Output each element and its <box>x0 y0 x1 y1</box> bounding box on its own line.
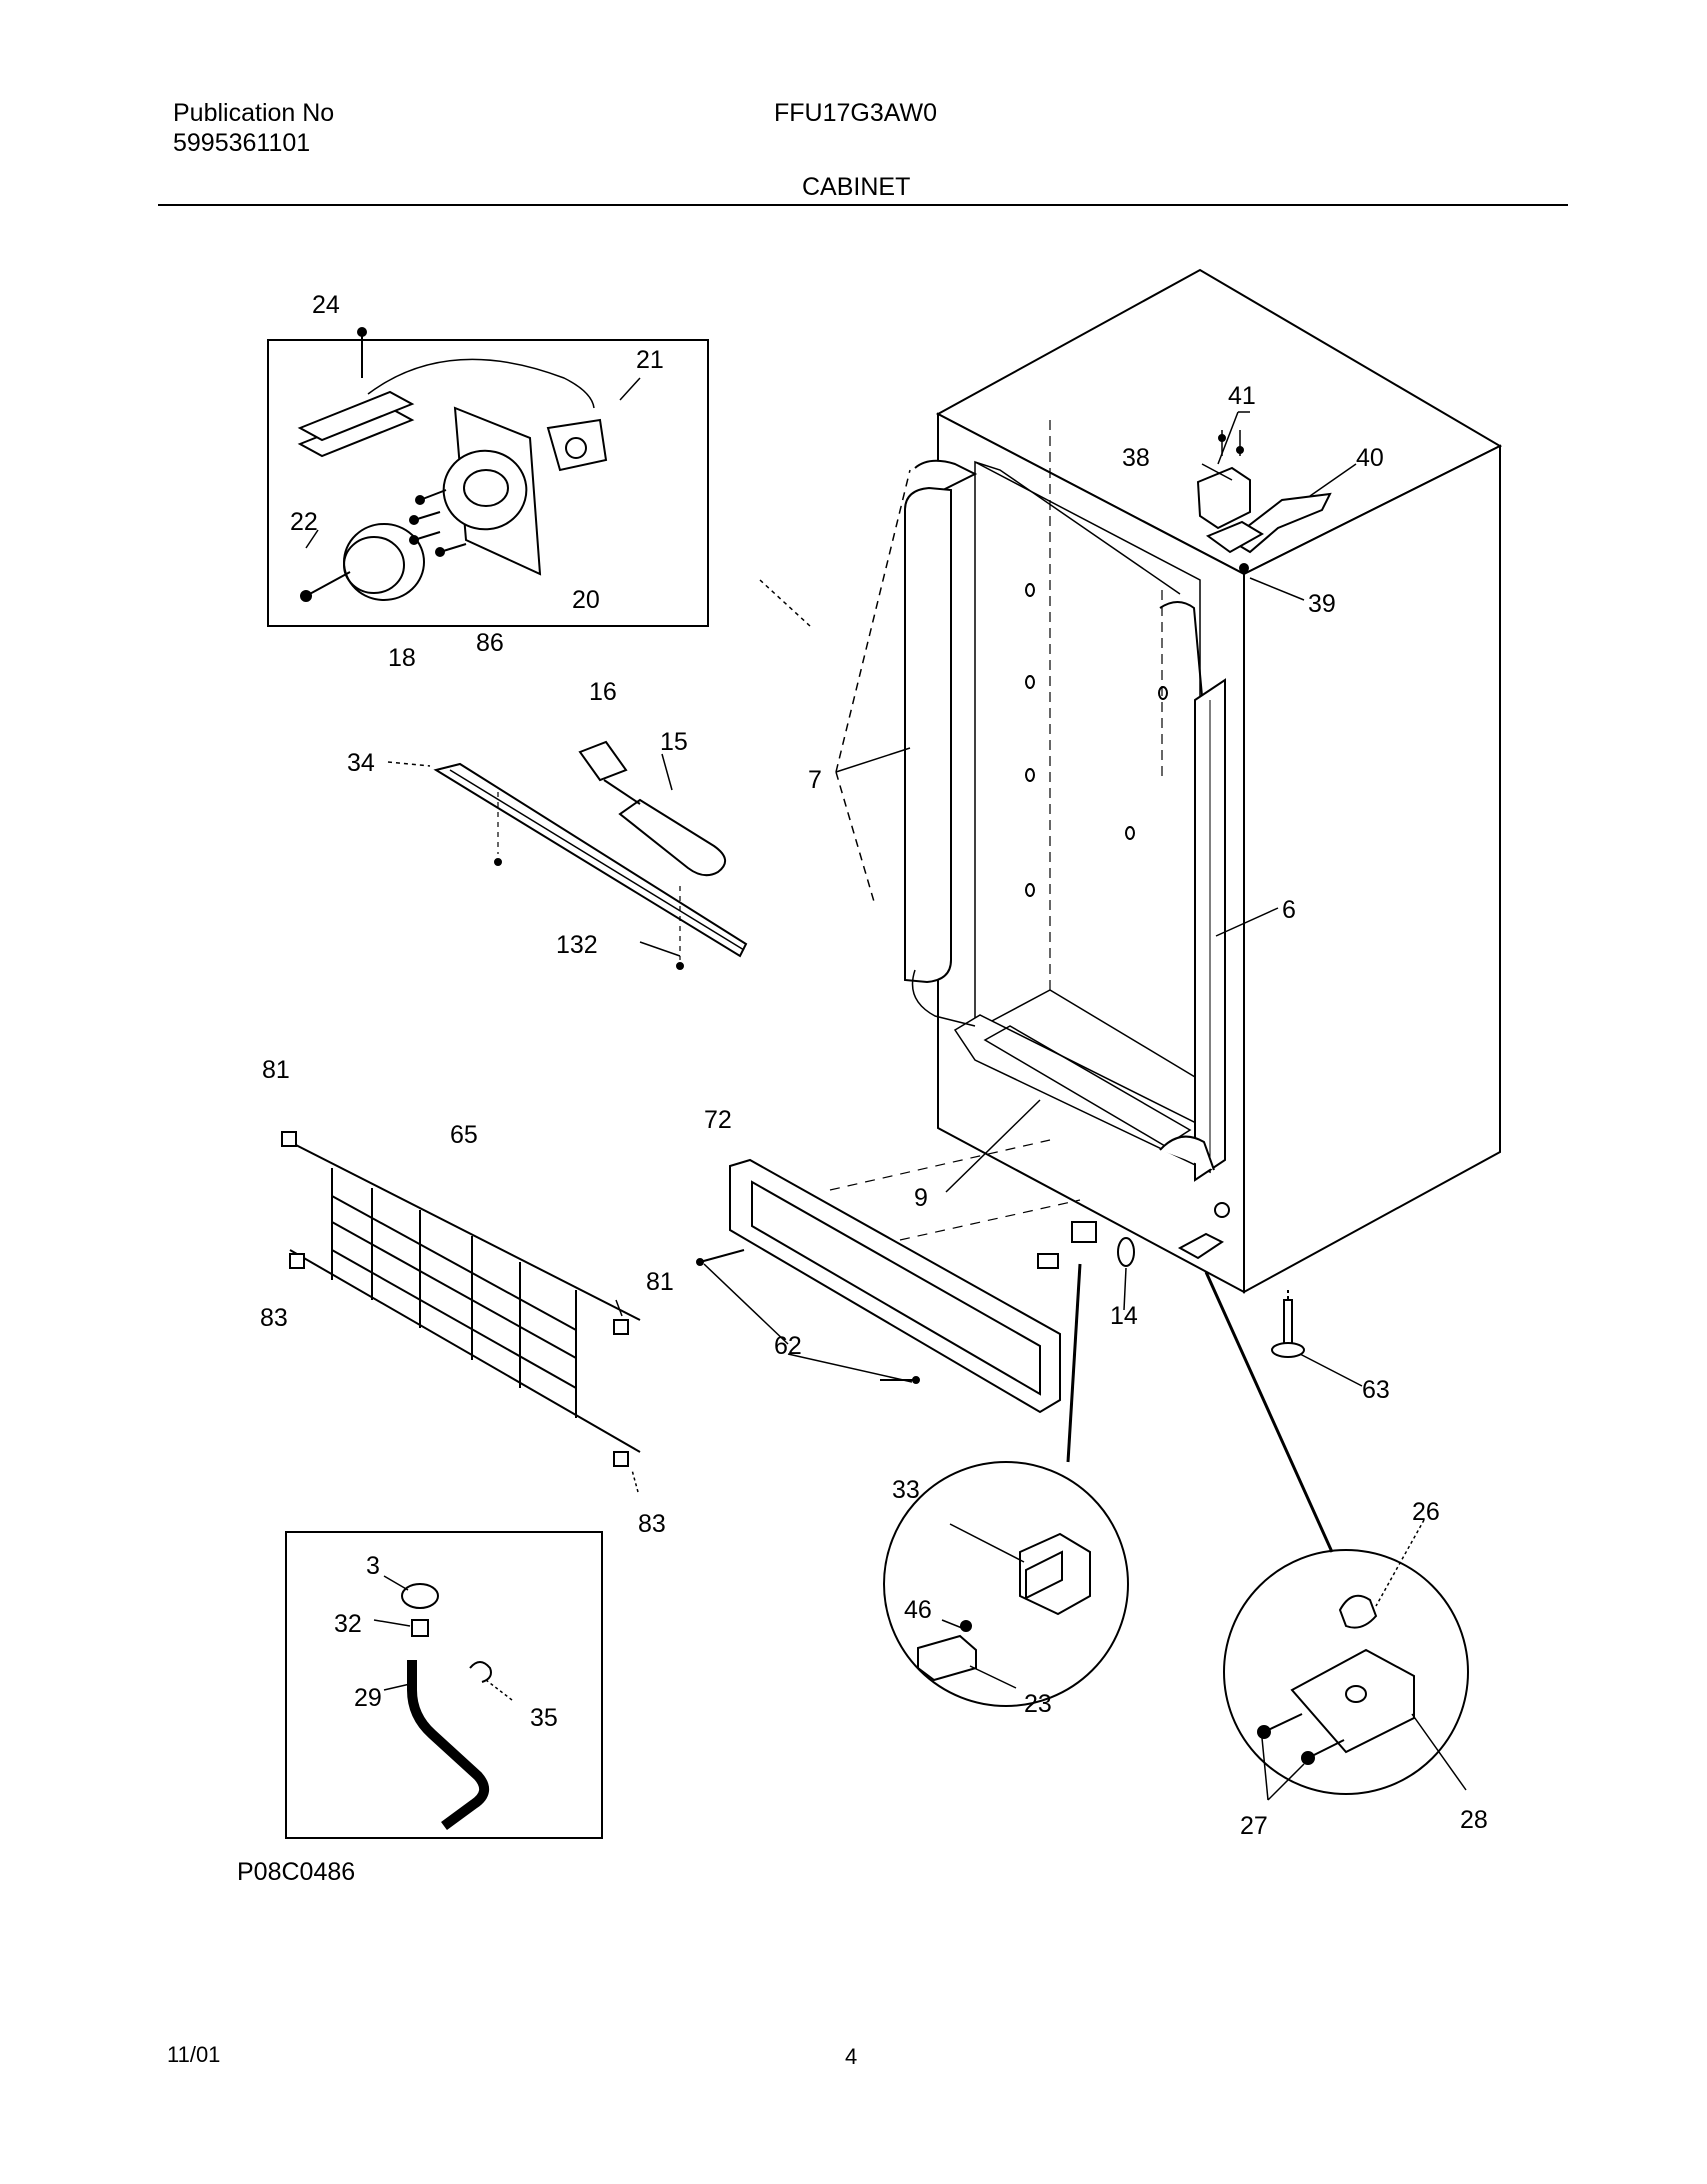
callout-81-top: 81 <box>262 1056 290 1084</box>
page-number: 4 <box>845 2044 858 2069</box>
kickplate-grille <box>281 1131 641 1467</box>
callout-35: 35 <box>530 1704 558 1732</box>
lower-hinge <box>1257 1594 1415 1765</box>
header-rule <box>158 204 1568 206</box>
callout-20: 20 <box>572 586 600 614</box>
drain-hose-kit <box>401 1583 492 1831</box>
callout-81-right: 81 <box>646 1268 674 1296</box>
callout-leaders <box>305 377 1467 1801</box>
callout-18: 18 <box>388 644 416 672</box>
top-hinge-assembly <box>1196 430 1332 573</box>
drain-kit-inset <box>285 1531 603 1839</box>
callout-41: 41 <box>1228 382 1256 410</box>
section-title: CABINET <box>802 173 911 201</box>
callout-16: 16 <box>589 678 617 706</box>
callout-26: 26 <box>1412 1498 1440 1526</box>
callout-24: 24 <box>312 291 340 319</box>
callout-9: 9 <box>914 1184 928 1212</box>
callout-132: 132 <box>556 931 598 959</box>
publication-label: Publication No <box>173 99 335 127</box>
callout-46: 46 <box>904 1596 932 1624</box>
callout-38: 38 <box>1122 444 1150 472</box>
callout-33: 33 <box>892 1476 920 1504</box>
callout-83-bottom: 83 <box>638 1510 666 1538</box>
publication-number: 5995361101 <box>173 129 311 157</box>
callout-72: 72 <box>704 1106 732 1134</box>
callout-39: 39 <box>1308 590 1336 618</box>
callout-65: 65 <box>450 1121 478 1149</box>
callout-21: 21 <box>636 346 664 374</box>
defrost-control-inset <box>267 339 709 627</box>
callout-labels: 24 21 22 20 18 86 16 15 34 132 41 38 40 … <box>260 291 1488 1840</box>
callout-3: 3 <box>366 1552 380 1580</box>
model-number: FFU17G3AW0 <box>774 99 938 127</box>
callout-32: 32 <box>334 1610 362 1638</box>
base-hardware <box>1037 1221 1305 1358</box>
figure-code: P08C0486 <box>237 1858 356 1886</box>
callout-83-left: 83 <box>260 1304 288 1332</box>
publication-date: 11/01 <box>167 2042 221 2067</box>
callout-6: 6 <box>1282 896 1296 924</box>
callout-29: 29 <box>354 1684 382 1712</box>
mullion-heater <box>433 762 748 970</box>
callout-23: 23 <box>1024 1690 1052 1718</box>
door-stop-detail-circle <box>883 1461 1129 1707</box>
light-socket-bulb <box>578 740 726 877</box>
callout-63: 63 <box>1362 1376 1390 1404</box>
cabinet-body <box>904 268 1503 1294</box>
callout-40: 40 <box>1356 444 1384 472</box>
door-stop-bracket <box>917 1532 1091 1682</box>
callout-86: 86 <box>476 629 504 657</box>
callout-34: 34 <box>347 749 375 777</box>
callout-15: 15 <box>660 728 688 756</box>
callout-62: 62 <box>774 1332 802 1360</box>
callout-14: 14 <box>1110 1302 1138 1330</box>
control-assembly <box>297 327 608 602</box>
callout-28: 28 <box>1460 1806 1488 1834</box>
callout-7: 7 <box>808 766 822 794</box>
callout-27: 27 <box>1240 1812 1268 1840</box>
toe-grille-panel <box>696 1139 1081 1414</box>
callout-22: 22 <box>290 508 318 536</box>
lower-hinge-detail-circle <box>1223 1549 1469 1795</box>
